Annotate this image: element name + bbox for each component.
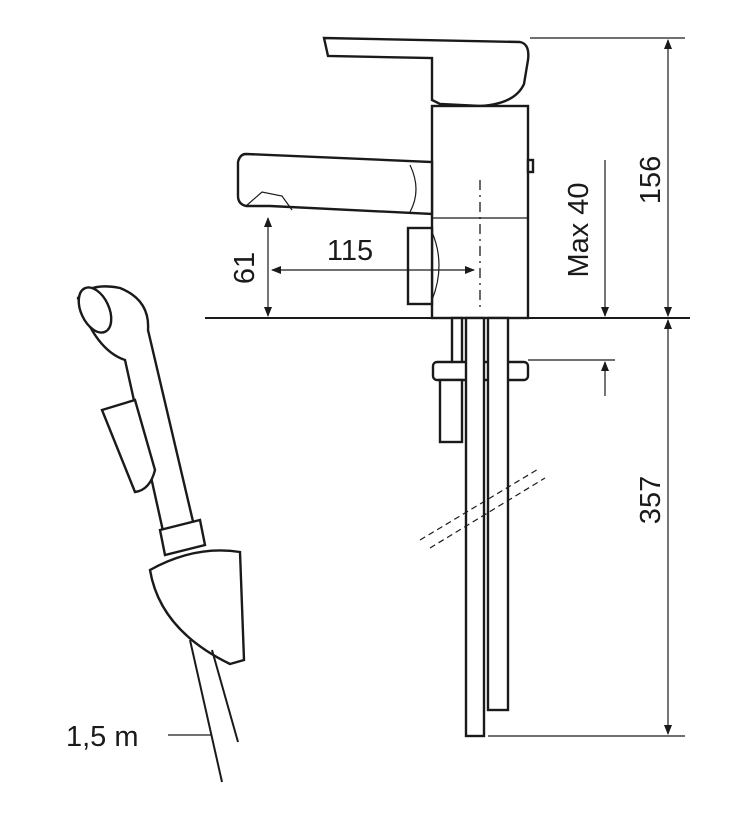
- dim-115: 115: [327, 235, 373, 267]
- hand-shower: [76, 285, 246, 783]
- dim-357: 357: [635, 476, 667, 524]
- label-hose-length: 1,5 m: [66, 721, 139, 753]
- dim-61: 61: [229, 252, 261, 284]
- faucet: [236, 36, 535, 320]
- mounting-parts: [419, 316, 546, 738]
- dim-max-40: Max 40: [563, 182, 595, 277]
- dim-156: 156: [635, 156, 667, 204]
